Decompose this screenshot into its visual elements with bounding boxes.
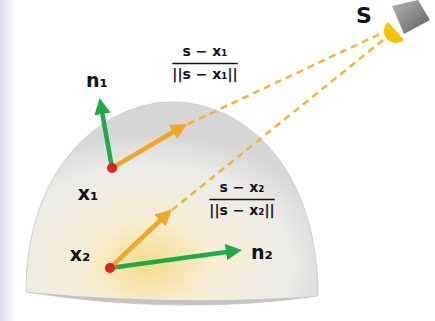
surface-point xyxy=(105,263,115,273)
fraction-numerator: s − x₂ xyxy=(220,180,265,195)
normal-label: n₂ xyxy=(251,242,273,263)
point-label: x₁ xyxy=(78,183,99,204)
normal-label: n₁ xyxy=(86,70,108,91)
fraction-bar xyxy=(172,63,237,65)
dome-base xyxy=(26,292,318,305)
fraction-bar xyxy=(209,199,274,201)
fraction-numerator: s − x₁ xyxy=(183,44,228,59)
side-band xyxy=(0,0,16,321)
light-arrow xyxy=(112,128,180,168)
dashed-ray xyxy=(172,36,388,210)
point-label: x₂ xyxy=(70,244,91,265)
normal-arrow xyxy=(110,251,234,268)
lamp-bulb xyxy=(384,22,404,43)
light-arrow xyxy=(110,215,166,268)
fraction-denominator: ||s − x₁|| xyxy=(172,67,237,82)
dome xyxy=(26,102,318,305)
surface-point xyxy=(107,163,117,173)
normal-arrow xyxy=(101,106,112,168)
source-label: S xyxy=(356,4,372,28)
lamp-body xyxy=(392,0,430,34)
fraction-denominator: ||s − x₂|| xyxy=(209,203,274,218)
